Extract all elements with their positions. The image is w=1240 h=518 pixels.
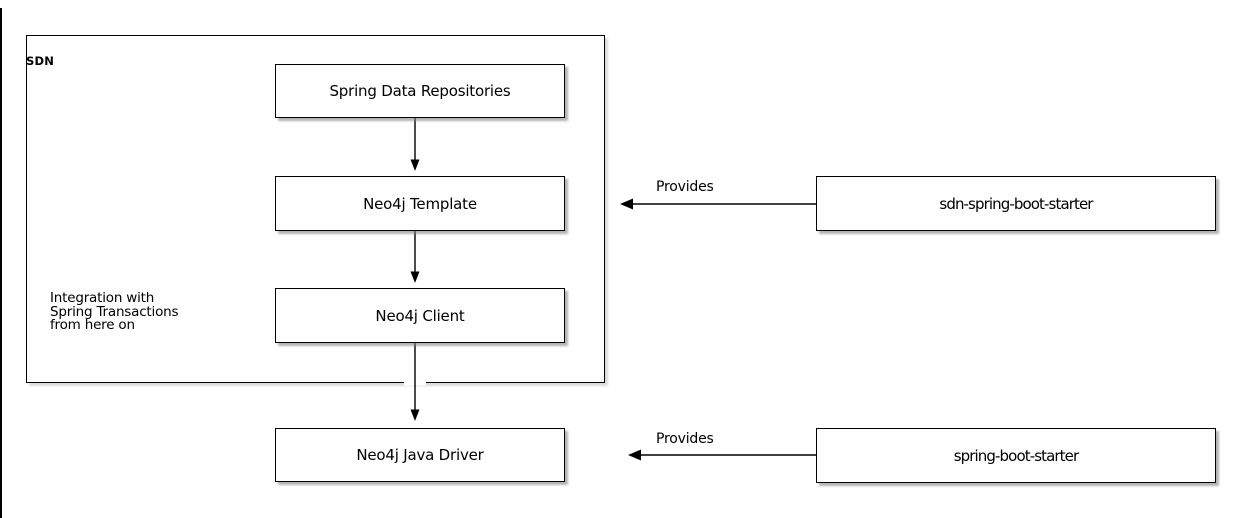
node-neo4j-template: Neo4j Template (275, 176, 565, 231)
transactions-note: Integration with Spring Transactions fro… (50, 290, 179, 333)
sdn-group-label: SDN (26, 54, 55, 68)
arrow-sdn-starter-provides (620, 198, 816, 210)
node-label: sdn-spring-boot-starter (939, 194, 1093, 213)
provides-label-bottom: Provides (656, 431, 714, 447)
arrowhead-down-icon (410, 409, 420, 421)
arrowhead-left-icon (620, 198, 633, 210)
provides-label-top: Provides (656, 179, 714, 195)
node-neo4j-client: Neo4j Client (275, 288, 565, 343)
arrow-spring-starter-provides (628, 449, 816, 461)
screenshot-left-edge-line (0, 8, 2, 518)
node-label: Neo4j Client (375, 306, 465, 325)
node-label: spring-boot-starter (953, 446, 1079, 465)
node-spring-boot-starter: spring-boot-starter (816, 428, 1216, 483)
arrowhead-left-icon (628, 449, 641, 461)
node-label: Neo4j Template (363, 194, 477, 213)
node-sdn-spring-boot-starter: sdn-spring-boot-starter (816, 176, 1216, 231)
node-label: Neo4j Java Driver (356, 446, 484, 464)
node-label: Spring Data Repositories (329, 82, 511, 100)
node-neo4j-java-driver: Neo4j Java Driver (275, 428, 565, 482)
node-spring-data-repositories: Spring Data Repositories (275, 64, 565, 118)
